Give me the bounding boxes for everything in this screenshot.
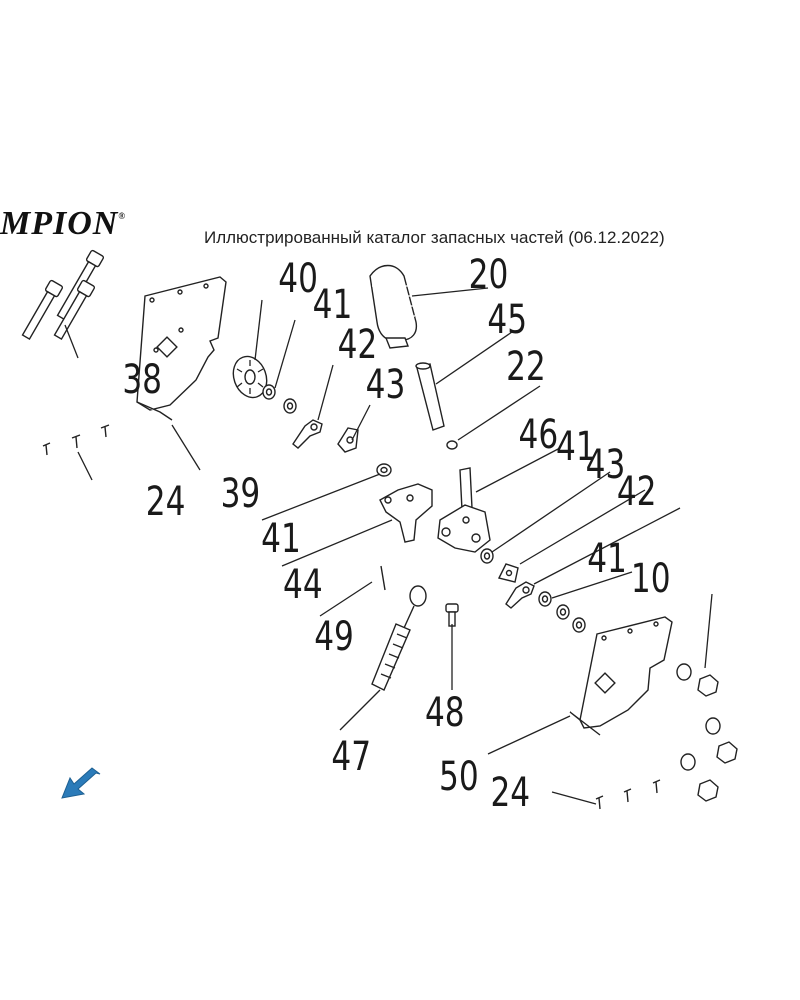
callout-24-right: 24: [490, 770, 530, 816]
callout-41-lower-right: 41: [587, 536, 627, 582]
part-20-knob: [369, 264, 418, 349]
leader-lines: [64, 287, 713, 805]
callout-49: 49: [314, 614, 354, 660]
arrow-down-left-icon[interactable]: [61, 767, 101, 799]
part-50-bracket: [569, 616, 673, 736]
callout-41-mid-right: 41: [556, 424, 596, 470]
part-46-shaft: [437, 467, 491, 553]
brand-mark: ®: [118, 211, 127, 221]
callout-40: 40: [278, 256, 318, 302]
part-38-bolts: [21, 249, 105, 340]
part-24-screws-right: [595, 779, 661, 810]
callout-50: 50: [439, 754, 479, 800]
part-44-arm: [379, 483, 433, 543]
callout-41-left: 41: [261, 516, 301, 562]
part-49-pin: [380, 565, 386, 591]
callout-47: 47: [331, 734, 371, 780]
part-41-washers-right: [538, 591, 586, 633]
callout-43-right: 43: [586, 442, 626, 488]
callout-24-left: 24: [146, 479, 186, 525]
part-42-lever: [292, 419, 323, 449]
part-22-ring: [446, 440, 458, 450]
callout-43-upper: 43: [366, 362, 406, 408]
callout-38: 38: [122, 357, 162, 403]
callout-46: 46: [519, 412, 559, 458]
part-48-bolt: [445, 603, 459, 627]
callout-48: 48: [425, 690, 465, 736]
callout-22: 22: [506, 344, 546, 390]
part-24-screws-left: [42, 424, 110, 456]
callout-42-right: 42: [617, 469, 657, 515]
part-41-washer-mid: [376, 463, 392, 477]
part-10-nuts: [676, 663, 738, 802]
brand-name: MPION: [0, 205, 119, 242]
brand-logo: MPION®: [0, 205, 126, 243]
part-39-bracket: [136, 276, 227, 421]
callout-10: 10: [631, 556, 671, 602]
part-41-washers-upper: [262, 384, 297, 414]
part-45-rod: [415, 362, 445, 431]
part-47-cable: [371, 585, 427, 691]
callout-42-upper: 42: [338, 322, 378, 368]
callout-20: 20: [469, 252, 509, 298]
part-41-washer-right-a: [480, 548, 494, 564]
catalog-caption: Иллюстрированный каталог запасных частей…: [204, 228, 665, 247]
part-40-star-washer: [232, 355, 268, 399]
callout-labels: 38 39 24 40 41 42 43 20 45 22 46 41 43 4…: [122, 252, 670, 816]
part-43-clip-right: [497, 563, 519, 583]
callout-39: 39: [221, 471, 261, 517]
callout-45: 45: [487, 297, 527, 343]
part-42-lever-right: [505, 581, 535, 609]
callout-44: 44: [283, 562, 323, 608]
callout-41-upper: 41: [313, 282, 353, 328]
part-43-clip: [337, 427, 359, 453]
